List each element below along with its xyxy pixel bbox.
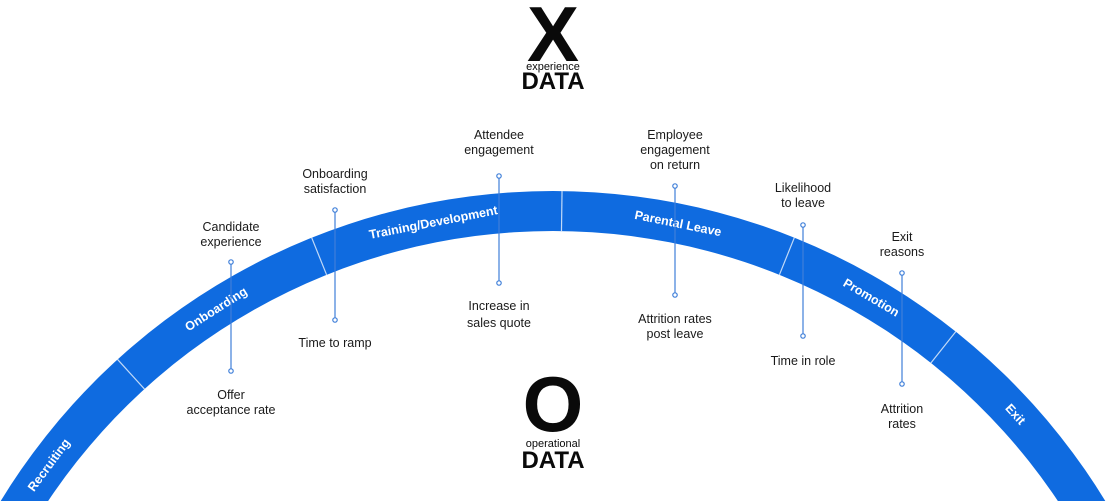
operational-logo-sub: operational [526,438,580,450]
experience-metric-label: Exit [892,230,913,244]
experience-metric-label: Likelihood [775,181,831,195]
experience-metric-label: engagement [640,143,710,157]
experience-metric-label: Onboarding [302,167,367,181]
journey-arc [0,191,1106,501]
stage-divider [117,359,145,390]
experience-metric-label: Attendee [474,128,524,142]
connector-dot-bottom [228,368,234,374]
operational-logo-word: DATA [521,447,584,474]
metric-connectors [228,173,905,387]
connector-dot-bottom [496,280,502,286]
experience-data-logo: X experience DATA [521,0,584,95]
operational-metric-label: Attrition rates [638,312,712,326]
connector-dot-bottom [899,381,905,387]
experience-logo-word: DATA [521,68,584,95]
operational-metric-label: sales quote [467,316,531,330]
experience-metric-label: Employee [647,128,703,142]
journey-arc-band [0,191,1106,501]
connector-dot-top [899,270,905,276]
experience-metric-label: to leave [781,196,825,210]
operational-metric-label: Increase in [468,299,529,313]
connector-dot-bottom [800,333,806,339]
connector-dot-top [496,173,502,179]
stage-divider [560,191,563,232]
connector-dot-top [228,259,234,265]
experience-metric-label: experience [200,235,261,249]
operational-metric-label: post leave [647,327,704,341]
operational-metric-label: Attrition [881,402,923,416]
stage-divider [778,237,795,276]
stage-divider [311,237,328,276]
experience-metric-label: Candidate [203,220,260,234]
experience-metric-label: on return [650,158,700,172]
connector-dot-bottom [332,317,338,323]
connector-dot-top [672,183,678,189]
operational-metric-label: acceptance rate [187,403,276,417]
stage-divider [930,331,957,364]
operational-logo-letter: O [523,360,584,448]
connector-dot-top [800,222,806,228]
connector-dot-bottom [672,292,678,298]
experience-logo-sub: experience [526,61,580,73]
experience-metric-label: satisfaction [304,182,367,196]
experience-metric-label: engagement [464,143,534,157]
experience-logo-letter: X [527,0,579,78]
operational-metric-label: Time in role [771,354,836,368]
experience-metric-label: reasons [880,245,924,259]
stage-dividers [117,191,957,390]
connector-dot-top [332,207,338,213]
operational-metric-label: Time to ramp [298,336,371,350]
operational-metric-label: Offer [217,388,245,402]
operational-metric-label: rates [888,417,916,431]
operational-data-logo: O operational DATA [521,360,584,474]
